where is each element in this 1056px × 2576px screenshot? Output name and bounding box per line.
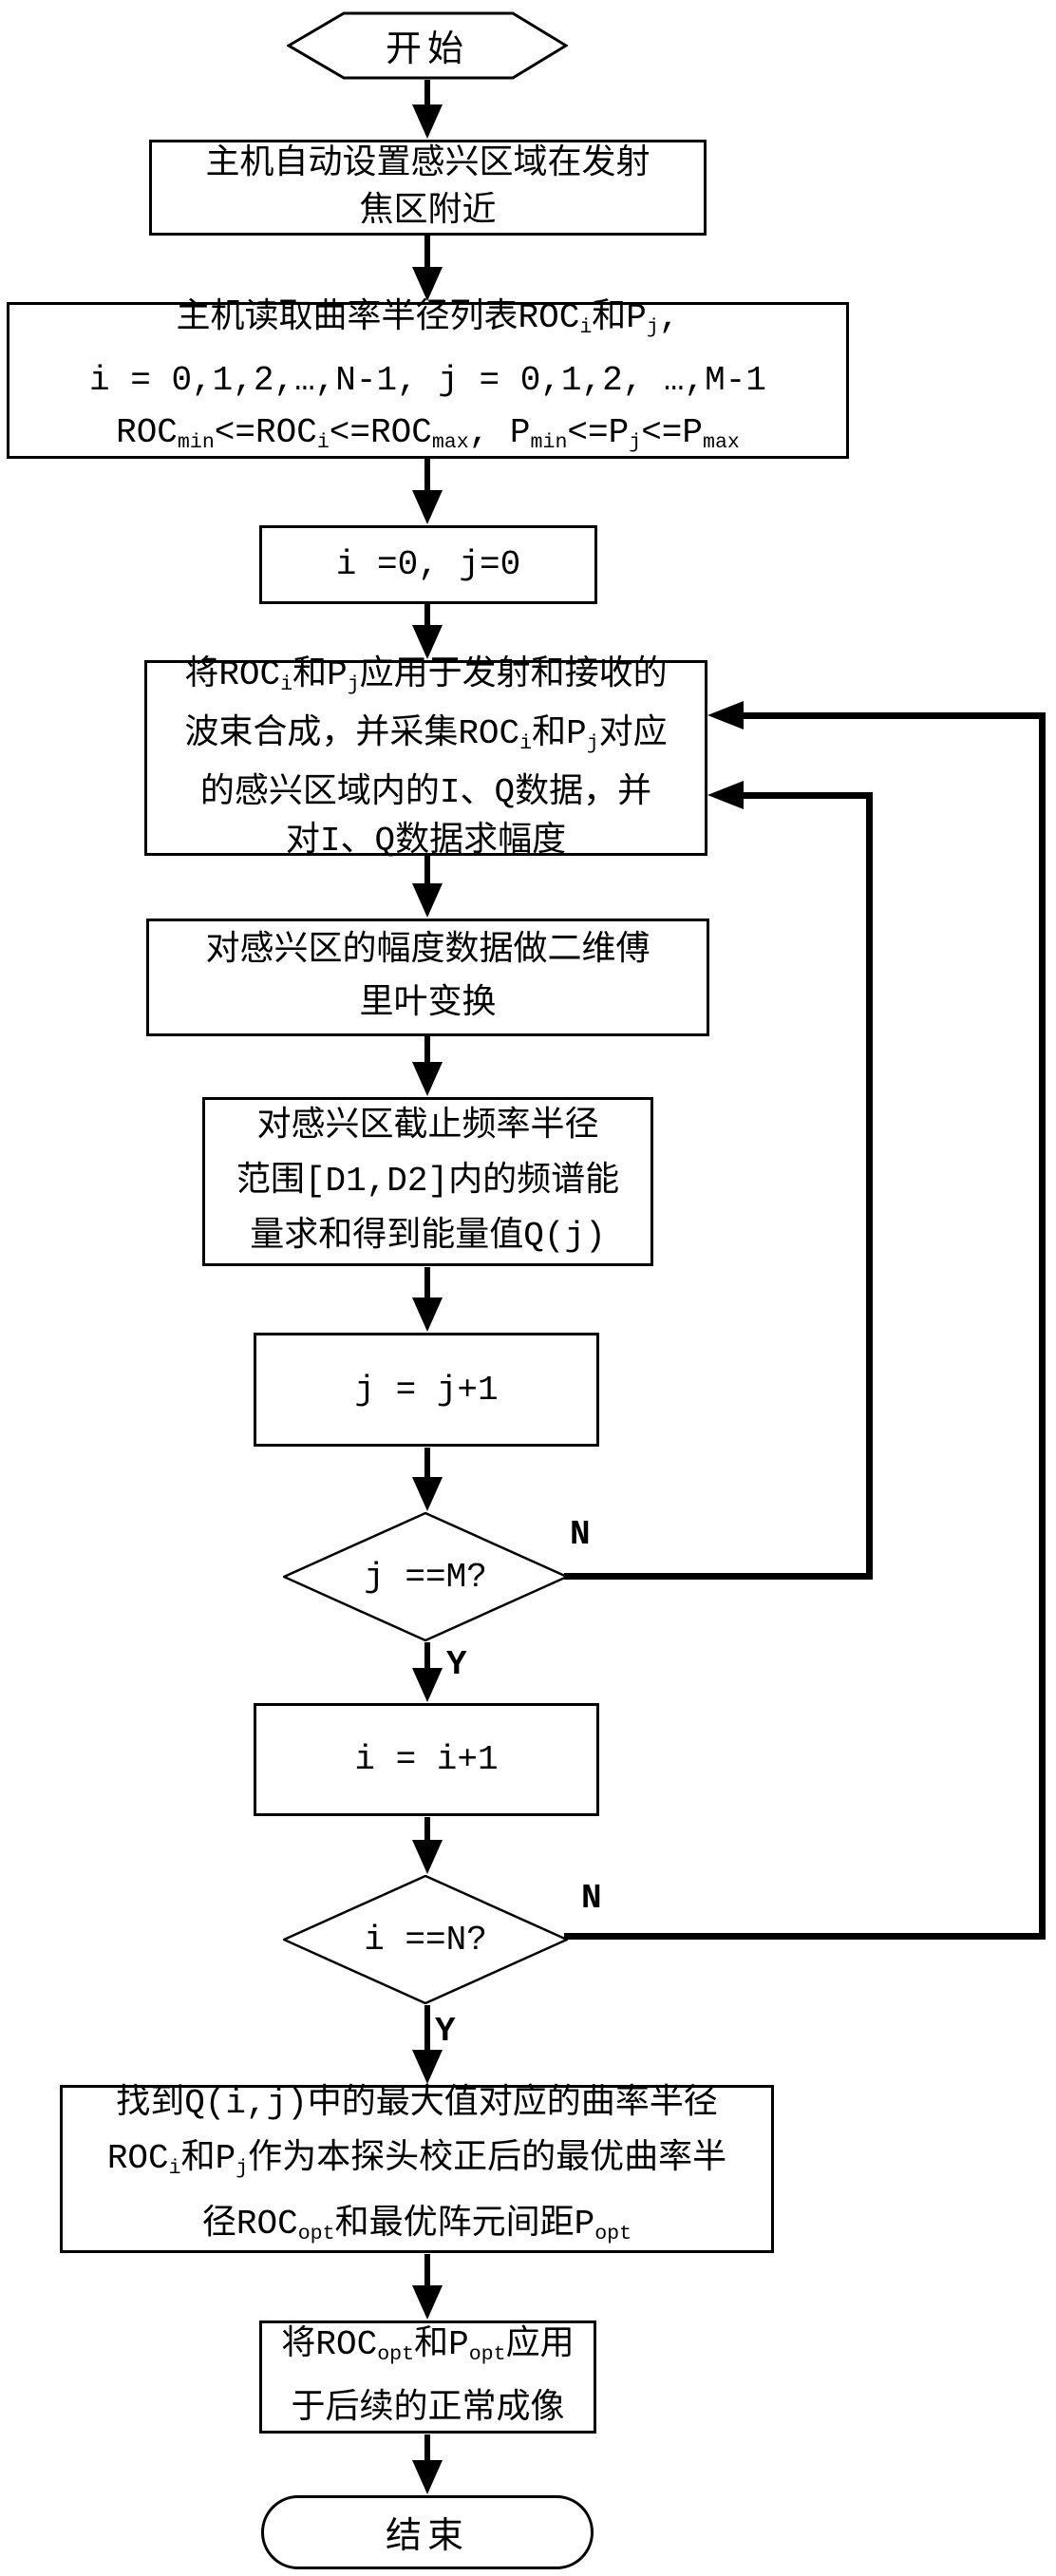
- process-init: i =0, j=0: [259, 525, 597, 604]
- process-line: 量求和得到能量值Q(j): [250, 1217, 606, 1256]
- loop-outer-horizontal-bottom: [564, 1933, 1046, 1940]
- process-line: i = 0,1,2,…,N-1, j = 0,1,2, …,M-1: [89, 361, 766, 400]
- process-line: 焦区附近: [359, 191, 497, 231]
- loop-outer-horizontal-top: [739, 712, 1046, 719]
- process-inc-j: j = j+1: [254, 1333, 599, 1447]
- process-line: ROCmin<=ROCi<=ROCmax, Pmin<=Pj<=Pmax: [116, 413, 740, 455]
- end-label: 结束: [385, 2518, 469, 2559]
- process-set-roi: 主机自动设置感兴区域在发射 焦区附近: [149, 140, 707, 236]
- process-line: ROCi和Pj作为本探头校正后的最优曲率半: [106, 2139, 727, 2181]
- end-terminal: 结束: [261, 2495, 594, 2569]
- arrow-inci-to-checki: [412, 1817, 443, 1874]
- diamond-shape: [283, 1512, 568, 1641]
- process-line: j = j+1: [354, 1370, 499, 1410]
- decision-label: i ==N?: [364, 1920, 487, 1960]
- process-line: 主机读取曲率半径列表ROCi和Pj,: [176, 297, 680, 339]
- arrow-checki-to-findmax: [412, 2005, 443, 2084]
- process-fft: 对感兴区的幅度数据做二维傅 里叶变换: [146, 919, 709, 1036]
- start-label: 开始: [385, 31, 469, 72]
- process-line: 于后续的正常成像: [291, 2388, 565, 2428]
- loop-outer-vertical: [1039, 712, 1046, 1940]
- process-line: 将ROCopt和Popt应用: [281, 2325, 575, 2367]
- branch-label-yes: Y: [435, 2012, 456, 2051]
- process-find-max: 找到Q(i,j)中的最大值对应的曲率半径 ROCi和Pj作为本探头校正后的最优曲…: [60, 2084, 774, 2253]
- process-line: 对I、Q数据求幅度: [285, 822, 567, 862]
- process-line: i =0, j=0: [335, 545, 521, 584]
- process-line: 范围[D1,D2]内的频谱能: [236, 1162, 620, 1201]
- arrow-findmax-to-apply: [412, 2254, 443, 2320]
- process-line: 波束合成，并采集ROCi和Pj对应: [184, 714, 668, 756]
- decision-check-i: i ==N?: [283, 1875, 568, 2004]
- arrow-fft-to-energy: [412, 1036, 443, 1096]
- arrow-setroi-to-readlist: [412, 236, 443, 301]
- decision-label: j ==M?: [364, 1557, 487, 1597]
- process-line: 主机自动设置感兴区域在发射: [205, 143, 651, 183]
- start-terminal: 开始: [287, 11, 568, 80]
- loop-inner-vertical: [866, 792, 873, 1580]
- arrow-apply-to-end: [412, 2434, 443, 2494]
- arrow-incj-to-checkj: [412, 1448, 443, 1511]
- process-line: 径ROCopt和最优阵元间距Popt: [201, 2204, 632, 2245]
- arrow-start-to-setroi: [412, 80, 443, 139]
- process-inc-i: i = i+1: [254, 1703, 599, 1816]
- arrow-readlist-to-init: [412, 459, 443, 524]
- loop-inner-arrowhead: [707, 781, 744, 809]
- process-apply-opt: 将ROCopt和Popt应用 于后续的正常成像: [259, 2320, 596, 2434]
- branch-label-no: N: [570, 1515, 591, 1554]
- process-line: 的感兴区域内的I、Q数据，并: [199, 773, 652, 813]
- process-line: 里叶变换: [359, 984, 497, 1023]
- arrow-checkj-to-inci: [412, 1642, 443, 1702]
- process-line: 找到Q(i,j)中的最大值对应的曲率半径: [116, 2084, 718, 2124]
- diamond-shape: [283, 1875, 568, 2004]
- process-line: i = i+1: [354, 1740, 499, 1779]
- process-line: 对感兴区的幅度数据做二维傅: [205, 931, 651, 970]
- arrow-init-to-beamform: [412, 604, 443, 659]
- loop-inner-horizontal-top: [739, 792, 873, 799]
- loop-inner-horizontal-bottom: [564, 1573, 873, 1580]
- process-energy: 对感兴区截止频率半径 范围[D1,D2]内的频谱能 量求和得到能量值Q(j): [202, 1097, 653, 1266]
- arrow-energy-to-incj: [412, 1267, 443, 1332]
- decision-check-j: j ==M?: [283, 1512, 568, 1641]
- branch-label-yes: Y: [446, 1645, 467, 1684]
- arrow-beamform-to-fft: [412, 856, 443, 918]
- process-line: 将ROCi和Pj应用于发射和接收的: [184, 654, 668, 696]
- branch-label-no: N: [581, 1879, 602, 1918]
- process-line: 对感兴区截止频率半径: [256, 1107, 599, 1146]
- loop-outer-arrowhead: [707, 701, 744, 729]
- hexagon-shape: [287, 11, 568, 80]
- process-read-list: 主机读取曲率半径列表ROCi和Pj, i = 0,1,2,…,N-1, j = …: [7, 298, 849, 459]
- process-beamform: 将ROCi和Pj应用于发射和接收的 波束合成，并采集ROCi和Pj对应 的感兴区…: [144, 655, 707, 861]
